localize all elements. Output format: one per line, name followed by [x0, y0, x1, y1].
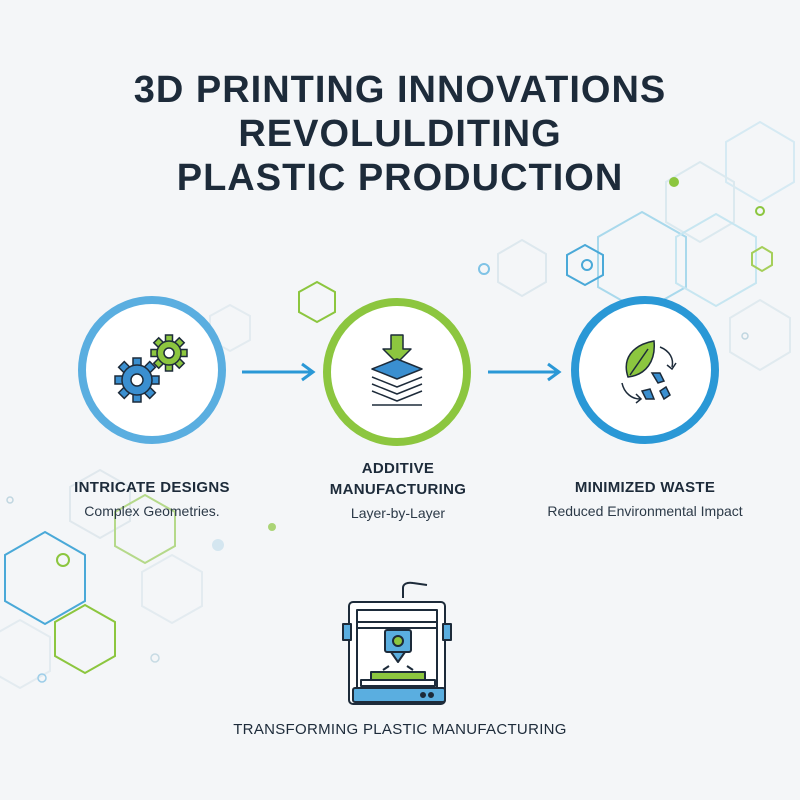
- step-title-line-2: MANUFACTURING: [329, 481, 467, 498]
- decor-dot: [268, 523, 276, 531]
- hexagon-shape: [665, 160, 735, 244]
- flow-arrow-2: [488, 362, 562, 382]
- hexagon-shape: [675, 212, 757, 308]
- decor-dot: [37, 673, 47, 683]
- hexagon-shape: [54, 603, 116, 675]
- decor-dot: [669, 177, 679, 187]
- page-title: 3D PRINTING INNOVATIONS REVOLULDITING PL…: [0, 68, 800, 200]
- step-title: MINIMIZED WASTE: [574, 479, 716, 496]
- gears-icon: [114, 334, 188, 403]
- hexagon-shape: [114, 493, 176, 565]
- step-title: ADDITIVE: [361, 460, 435, 477]
- decor-dot: [150, 653, 160, 663]
- decor-dot: [741, 332, 749, 340]
- hexagon-shape: [141, 553, 203, 625]
- hexagon-shape: [298, 280, 336, 324]
- title-line-3: PLASTIC PRODUCTION: [176, 157, 624, 199]
- step-additive-manufacturing-text: ADDITIVE MANUFACTURING Layer-by-Layer: [258, 458, 538, 524]
- hexagon-shape: [725, 120, 795, 204]
- decor-dot: [581, 259, 593, 271]
- flow-arrow-1: [242, 362, 316, 382]
- hexagon-shape: [751, 245, 773, 273]
- title-line-1: 3D PRINTING INNOVATIONS: [133, 69, 667, 111]
- decor-dot: [56, 553, 70, 567]
- step-subtitle: Reduced Environmental Impact: [547, 503, 743, 519]
- step-minimized-waste-circle: [571, 296, 719, 444]
- 3d-printer-icon: [342, 581, 452, 705]
- step-intricate-designs-text: INTRICATE DESIGNS Complex Geometries.: [12, 477, 292, 522]
- decor-dot: [212, 539, 224, 551]
- title-line-2: REVOLULDITING: [238, 113, 562, 155]
- step-intricate-designs-circle: [78, 296, 226, 444]
- step-additive-manufacturing-circle: [323, 298, 471, 446]
- hexagon-shape: [729, 298, 791, 372]
- hexagon-shape: [497, 238, 547, 298]
- step-title: INTRICATE DESIGNS: [74, 479, 230, 496]
- hexagon-shape: [69, 468, 131, 540]
- decor-dot: [6, 496, 14, 504]
- hexagon-shape: [209, 303, 251, 353]
- decor-dot: [755, 206, 765, 216]
- hexagon-shape: [566, 243, 604, 287]
- layer-stack-icon: [371, 334, 423, 406]
- step-minimized-waste-text: MINIMIZED WASTE Reduced Environmental Im…: [505, 477, 785, 522]
- footer-caption: TRANSFORMING PLASTIC MANUFACTURING: [233, 721, 567, 738]
- hexagon-shape: [0, 618, 51, 690]
- decor-dot: [478, 263, 490, 275]
- hexagon-shape: [4, 530, 86, 626]
- step-subtitle: Layer-by-Layer: [350, 505, 446, 521]
- leaf-recycle-icon: [621, 340, 677, 404]
- step-subtitle: Complex Geometries.: [84, 503, 220, 519]
